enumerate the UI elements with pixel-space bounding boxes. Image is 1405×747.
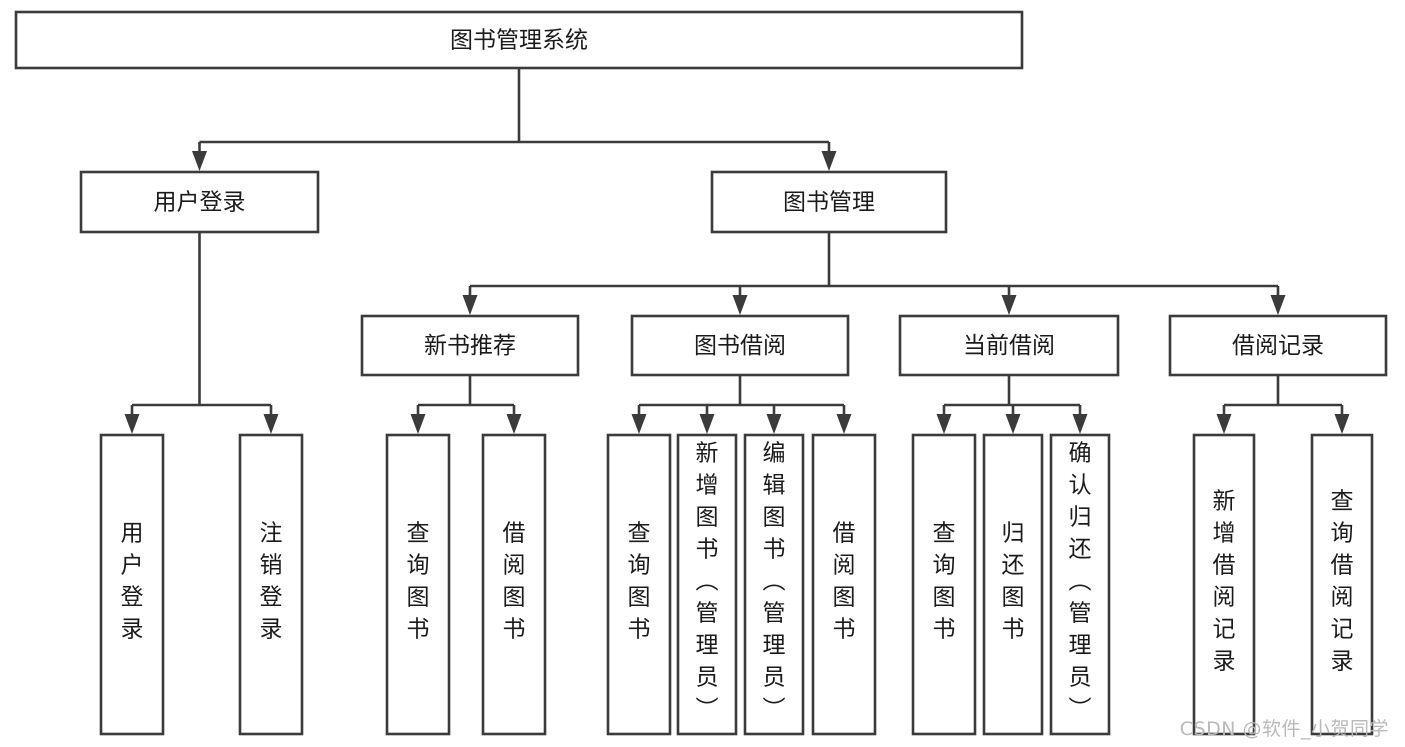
node-box[interactable] <box>911 433 977 736</box>
node-leaf-edit-book[interactable]: 编辑图书︵管理员︶ <box>743 433 805 736</box>
node-box[interactable] <box>606 433 672 736</box>
node-current-borrow[interactable]: 当前借阅 <box>898 314 1120 377</box>
arrow-head-icon <box>410 414 426 434</box>
node-label: 图书管理 <box>783 190 875 216</box>
node-new-book-recommend[interactable]: 新书推荐 <box>360 314 580 377</box>
csdn-watermark: CSDN @软件_小贺同学 <box>1179 718 1389 740</box>
connector-group <box>631 375 852 434</box>
connector-layer <box>124 68 1350 434</box>
node-box[interactable] <box>630 314 850 377</box>
node-label: 新书推荐 <box>424 333 516 359</box>
connector-group <box>192 68 837 171</box>
arrow-head-icon <box>631 414 647 434</box>
arrow-head-icon <box>462 295 478 315</box>
node-label: 图书借阅 <box>694 333 786 359</box>
node-box[interactable] <box>710 170 948 234</box>
node-leaf-user-login[interactable]: 用户登录 <box>99 433 165 736</box>
node-label: 新增图书︵管理员︶ <box>696 441 719 723</box>
node-leaf-query-book-1[interactable]: 查询图书 <box>385 433 451 736</box>
node-label: 查询图书 <box>407 521 430 643</box>
node-box[interactable] <box>385 433 451 736</box>
node-leaf-return-book[interactable]: 归还图书 <box>982 433 1044 736</box>
arrow-head-icon <box>1334 414 1350 434</box>
node-user-login[interactable]: 用户登录 <box>79 170 320 234</box>
node-box[interactable] <box>1168 314 1388 377</box>
node-label: 编辑图书︵管理员︶ <box>763 441 786 723</box>
node-box[interactable] <box>14 10 1024 70</box>
node-leaf-add-record[interactable]: 新增借阅记录 <box>1192 433 1256 736</box>
node-box[interactable] <box>811 433 877 736</box>
arrow-head-icon <box>766 414 782 434</box>
node-box[interactable] <box>99 433 165 736</box>
arrow-head-icon <box>936 414 952 434</box>
node-label: 当前借阅 <box>963 333 1055 359</box>
node-box[interactable] <box>1310 433 1374 736</box>
node-label: 借阅记录 <box>1232 333 1324 359</box>
arrow-head-icon <box>821 151 837 171</box>
arrow-head-icon <box>124 414 140 434</box>
node-box[interactable] <box>982 433 1044 736</box>
node-label: 用户登录 <box>121 521 144 643</box>
node-label: 查询借阅记录 <box>1331 489 1354 675</box>
node-box[interactable] <box>360 314 580 377</box>
node-box[interactable] <box>1049 433 1111 736</box>
node-borrow-record[interactable]: 借阅记录 <box>1168 314 1388 377</box>
node-box[interactable] <box>898 314 1120 377</box>
node-label: 查询图书 <box>628 521 651 643</box>
node-leaf-borrow-book-2[interactable]: 借阅图书 <box>811 433 877 736</box>
node-leaf-query-book-2[interactable]: 查询图书 <box>606 433 672 736</box>
node-leaf-logout[interactable]: 注销登录 <box>238 433 304 736</box>
node-label: 注销登录 <box>260 521 283 643</box>
node-label: 查询图书 <box>933 521 956 643</box>
node-book-borrow[interactable]: 图书借阅 <box>630 314 850 377</box>
node-leaf-confirm-return[interactable]: 确认归还︵管理员︶ <box>1049 433 1111 736</box>
node-book-management[interactable]: 图书管理 <box>710 170 948 234</box>
node-box[interactable] <box>1192 433 1256 736</box>
arrow-head-icon <box>1072 414 1088 434</box>
connector-group <box>410 375 522 434</box>
node-box[interactable] <box>238 433 304 736</box>
connector-group <box>1216 375 1350 434</box>
arrow-head-icon <box>732 295 748 315</box>
node-leaf-add-book[interactable]: 新增图书︵管理员︶ <box>676 433 738 736</box>
node-label: 图书管理系统 <box>450 28 588 54</box>
arrow-head-icon <box>192 151 207 171</box>
connector-group <box>936 375 1088 434</box>
arrow-head-icon <box>836 414 852 434</box>
node-box[interactable] <box>676 433 738 736</box>
node-label: 确认归还︵管理员︶ <box>1069 441 1092 723</box>
node-layer: 图书管理系统用户登录图书管理新书推荐图书借阅当前借阅借阅记录用户登录注销登录查询… <box>14 10 1388 736</box>
node-box[interactable] <box>743 433 805 736</box>
node-label: 用户登录 <box>154 190 246 216</box>
arrow-head-icon <box>1216 414 1232 434</box>
node-box[interactable] <box>481 433 547 736</box>
node-leaf-query-book-3[interactable]: 查询图书 <box>911 433 977 736</box>
arrow-head-icon <box>506 414 522 434</box>
node-label: 新增借阅记录 <box>1213 489 1236 675</box>
arrow-head-icon <box>699 414 715 434</box>
arrow-head-icon <box>1005 414 1021 434</box>
arrow-head-icon <box>1270 295 1286 315</box>
arrow-head-icon <box>1001 295 1017 315</box>
node-label: 归还图书 <box>1002 521 1025 643</box>
node-leaf-borrow-book-1[interactable]: 借阅图书 <box>481 433 547 736</box>
connector-group <box>462 232 1286 315</box>
node-label: 借阅图书 <box>503 521 526 643</box>
node-box[interactable] <box>79 170 320 234</box>
node-root[interactable]: 图书管理系统 <box>14 10 1024 70</box>
arrow-head-icon <box>263 414 279 434</box>
node-label: 借阅图书 <box>833 521 856 643</box>
node-leaf-query-record[interactable]: 查询借阅记录 <box>1310 433 1374 736</box>
connector-group <box>124 232 279 434</box>
